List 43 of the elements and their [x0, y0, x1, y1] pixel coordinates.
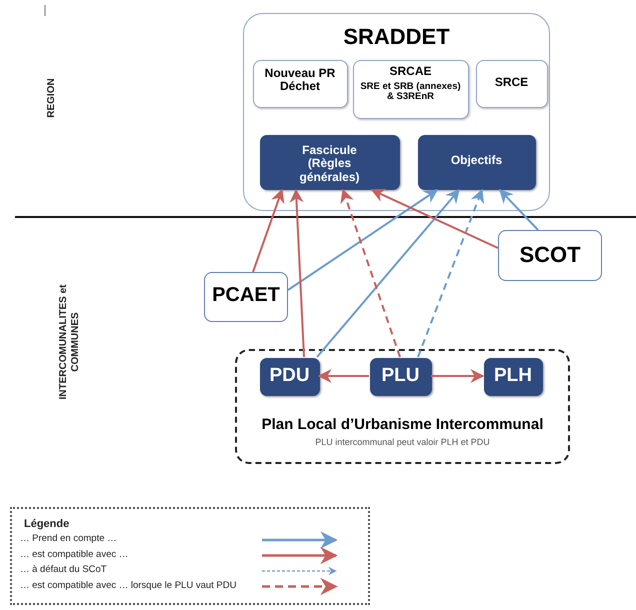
arrow: [417, 188, 484, 358]
process-box: [484, 358, 542, 396]
arrow: [318, 369, 369, 383]
arrow: [431, 369, 484, 383]
arrow: [499, 188, 539, 231]
arrow: [290, 188, 305, 358]
legend-label: … à défaut du SCoT: [20, 564, 107, 575]
group-box: [243, 13, 550, 211]
node-label: Fascicule (Règles générales): [298, 144, 361, 185]
process-box: [260, 358, 320, 396]
legend-label: … est compatible avec …: [20, 548, 128, 560]
group-title: Plan Local d’Urbanisme Intercommunal: [260, 416, 544, 434]
legend-label: … est compatible avec … lorsque le PLU vaut PDU: [20, 580, 236, 590]
node-label: PCAET: [211, 284, 281, 307]
arrow: [370, 188, 498, 249]
node-label: PLU: [380, 364, 420, 386]
node-label: SCOT: [518, 242, 582, 268]
node-label: Nouveau PR Déchet: [264, 66, 336, 94]
arrow: [316, 188, 460, 358]
plan-box: [204, 272, 288, 322]
node-label: SRCE: [494, 76, 530, 90]
legend-label: … Prend en compte …: [20, 533, 117, 544]
arrow: [287, 189, 438, 291]
section-label: INTERCOMUNALITES et COMMUNES: [58, 284, 82, 402]
arrow: [340, 188, 401, 358]
group-box: [235, 349, 570, 464]
node-label: Objectifs: [450, 154, 504, 168]
plan-box: [498, 230, 602, 281]
node-label: PDU: [268, 364, 311, 386]
section-label: REGION: [46, 77, 58, 120]
arrow: [252, 188, 284, 272]
node-label: SRE et SRB (annexes) & S3REnR: [359, 82, 462, 104]
process-box: [418, 134, 536, 190]
plan-box: [252, 60, 348, 108]
node-label: SRCAE: [388, 64, 432, 78]
plan-box: [476, 60, 548, 108]
group-title: SRADDET: [342, 24, 451, 50]
process-box: [260, 134, 400, 190]
legend-title: Légende: [24, 518, 70, 530]
process-box: [370, 358, 432, 396]
plan-box: [352, 60, 468, 118]
node-label: PLH: [493, 364, 533, 386]
group-note: PLU intercommunal peut valoir PLH et PDU: [314, 437, 491, 448]
